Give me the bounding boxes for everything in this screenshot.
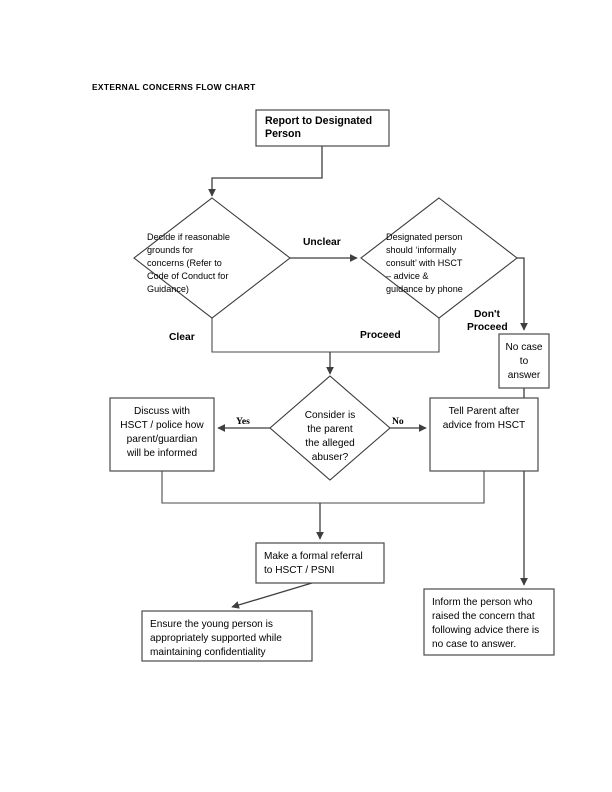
edge-label-proceed-second: Proceed — [467, 322, 508, 333]
node-text-line: following advice there is — [432, 625, 539, 636]
node-text-line: Inform the person who — [432, 597, 533, 608]
connector-clear-proceed-merge — [211, 318, 440, 375]
node-informal-consult[interactable]: Designated person should ‘informally con… — [360, 197, 518, 319]
node-report-to-designated-person[interactable]: Report to Designated Person — [255, 109, 390, 147]
edge-label-unclear: Unclear — [303, 237, 341, 248]
node-text-line: grounds for — [147, 245, 193, 255]
edge-label-no: No — [392, 416, 404, 427]
node-text-line: abuser? — [312, 452, 349, 463]
connector-report-to-decide — [208, 146, 323, 197]
node-text-line: appropriately supported while — [150, 633, 282, 644]
node-text-line: Person — [265, 128, 301, 140]
node-text-line: the parent — [307, 424, 353, 435]
node-text-line: to HSCT / PSNI — [264, 565, 335, 576]
node-text-line: will be informed — [126, 448, 197, 459]
page-title: EXTERNAL CONCERNS FLOW CHART — [92, 82, 256, 92]
node-text-line: parent/guardian — [127, 434, 198, 445]
node-text-line: answer — [508, 370, 541, 381]
node-no-case-to-answer[interactable]: No case to answer — [498, 333, 550, 389]
node-text-line: Report to Designated — [265, 115, 372, 127]
connector-yes-no-merge-to-referral — [161, 471, 485, 540]
node-text-line: HSCT / police how — [120, 420, 204, 431]
node-text-line: the alleged — [305, 438, 354, 449]
node-text-line: to — [520, 356, 529, 367]
node-ensure-young-person-supported[interactable]: Ensure the young person is appropriately… — [141, 610, 313, 662]
node-formal-referral[interactable]: Make a formal referral to HSCT / PSNI — [255, 542, 385, 584]
node-text-line: concerns (Refer to — [147, 258, 222, 268]
node-tell-parent[interactable]: Tell Parent after advice from HSCT — [429, 397, 539, 472]
node-text-line: advice from HSCT — [443, 420, 525, 431]
node-text-line: Ensure the young person is — [150, 619, 273, 630]
node-text-line: should ‘informally — [386, 245, 457, 255]
node-consider-parent-abuser[interactable]: Consider is the parent the alleged abuse… — [269, 375, 391, 481]
node-text-line: Consider is — [305, 410, 356, 421]
node-text-line: no case to answer. — [432, 639, 516, 650]
edge-label-proceed: Proceed — [360, 330, 401, 341]
node-decide-reasonable-grounds[interactable]: Decide if reasonable grounds for concern… — [133, 197, 291, 319]
connector-informal-consult-to-no-case — [517, 257, 528, 331]
edge-label-clear: Clear — [169, 332, 195, 343]
node-text-line: Tell Parent after — [449, 406, 520, 417]
node-inform-person-raised-concern[interactable]: Inform the person who raised the concern… — [423, 588, 555, 656]
node-discuss-with-hsct[interactable]: Discuss with HSCT / police how parent/gu… — [109, 397, 215, 472]
node-text-line: Designated person — [386, 232, 462, 242]
node-text-line: – advice & — [386, 271, 428, 281]
node-text-line: Discuss with — [134, 406, 190, 417]
node-text-line: guidance by phone — [386, 284, 463, 294]
node-text-line: No case — [505, 342, 542, 353]
node-text-line: Make a formal referral — [264, 551, 363, 562]
node-text-line: Decide if reasonable — [147, 232, 230, 242]
edge-label-dont: Don't — [474, 309, 500, 320]
node-text-line: Code of Conduct for — [147, 271, 228, 281]
connector-referral-to-ensure-support — [231, 582, 313, 609]
node-text-line: maintaining confidentiality — [150, 647, 267, 658]
node-text-line: consult’ with HSCT — [386, 258, 463, 268]
node-text-line: Guidance) — [147, 284, 189, 294]
edge-label-yes: Yes — [236, 416, 250, 427]
node-text-line: raised the concern that — [432, 611, 535, 622]
